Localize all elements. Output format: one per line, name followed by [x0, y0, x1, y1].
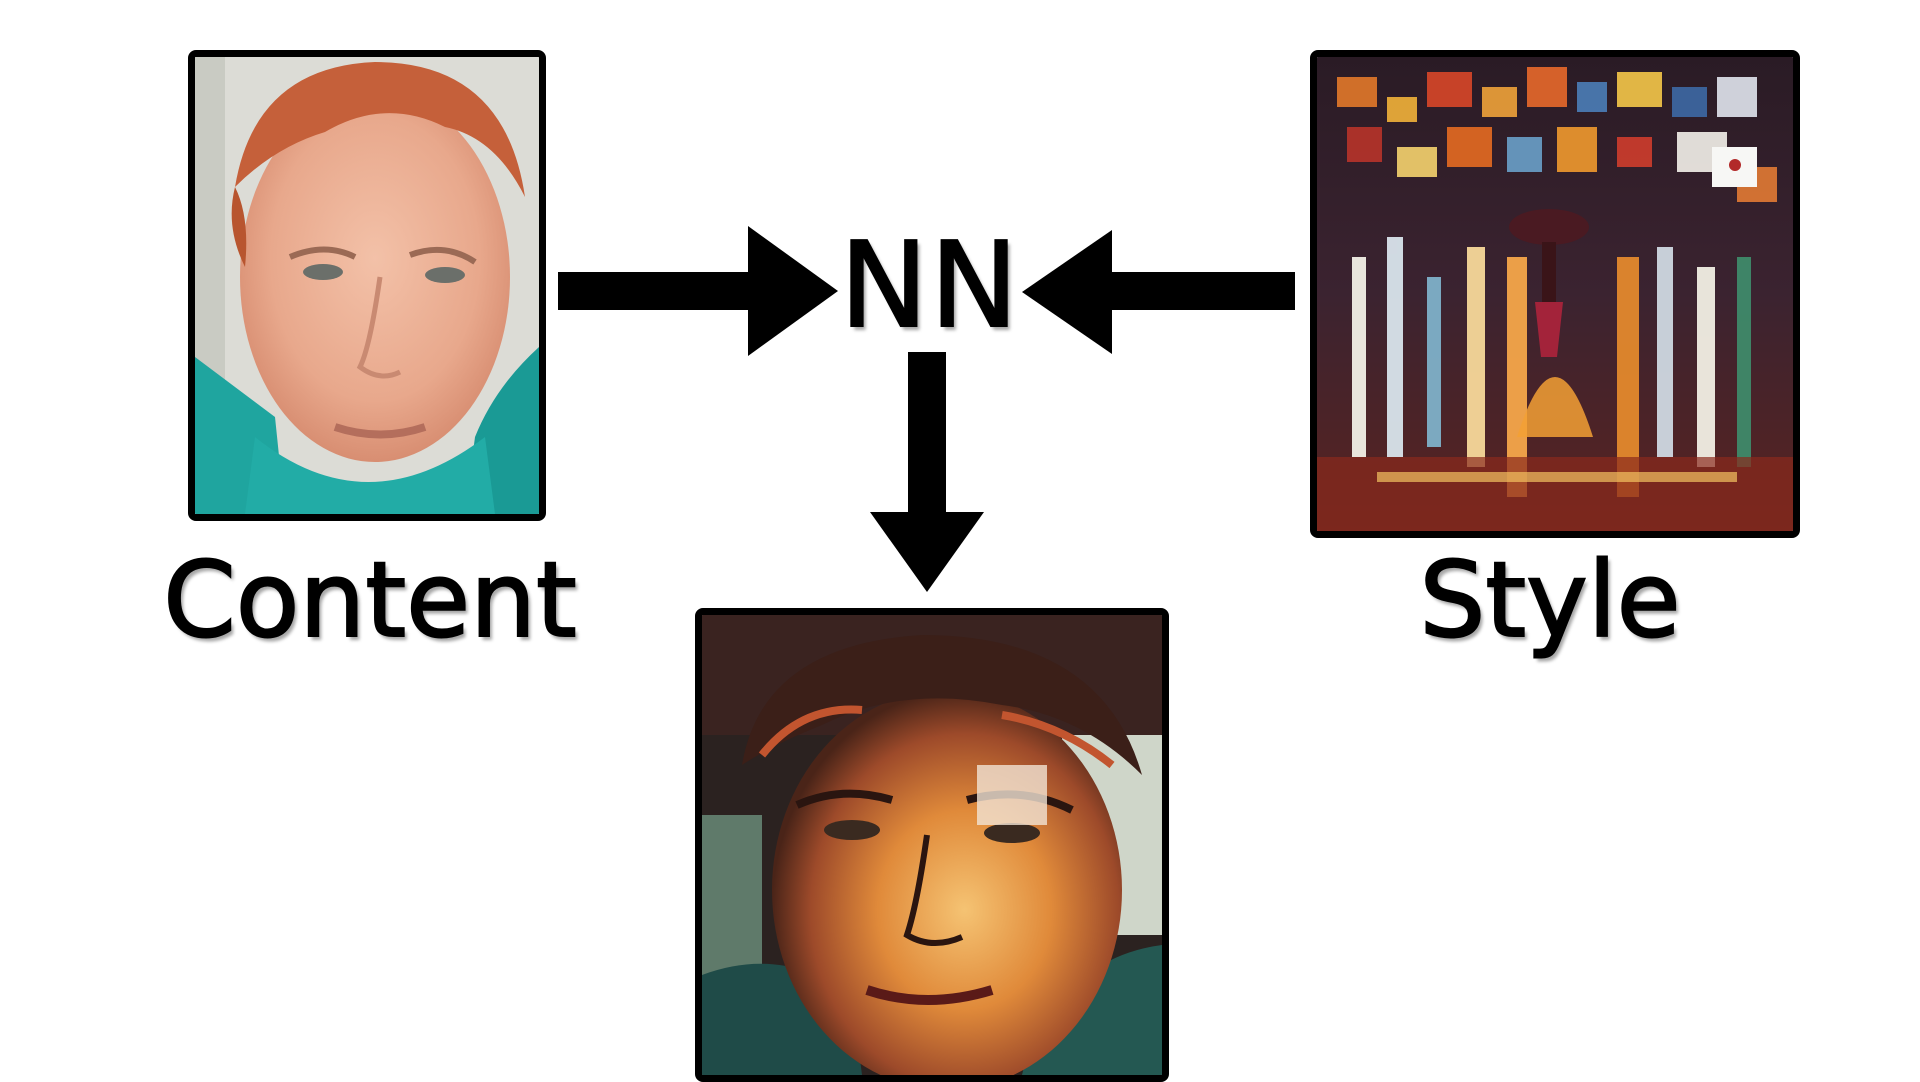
arrow-nn-to-output — [870, 352, 984, 592]
arrow-style-to-nn — [1022, 230, 1295, 354]
nn-label: NN — [839, 216, 1021, 354]
content-label: Content — [162, 539, 578, 661]
style-image — [1310, 50, 1800, 538]
content-image — [188, 50, 546, 521]
style-label: Style — [1418, 539, 1681, 661]
output-image — [695, 608, 1169, 1082]
style-painting-graphic — [1317, 57, 1793, 531]
arrow-content-to-nn — [558, 226, 838, 356]
content-photo-graphic — [195, 57, 539, 514]
stylized-output-graphic — [702, 615, 1162, 1075]
